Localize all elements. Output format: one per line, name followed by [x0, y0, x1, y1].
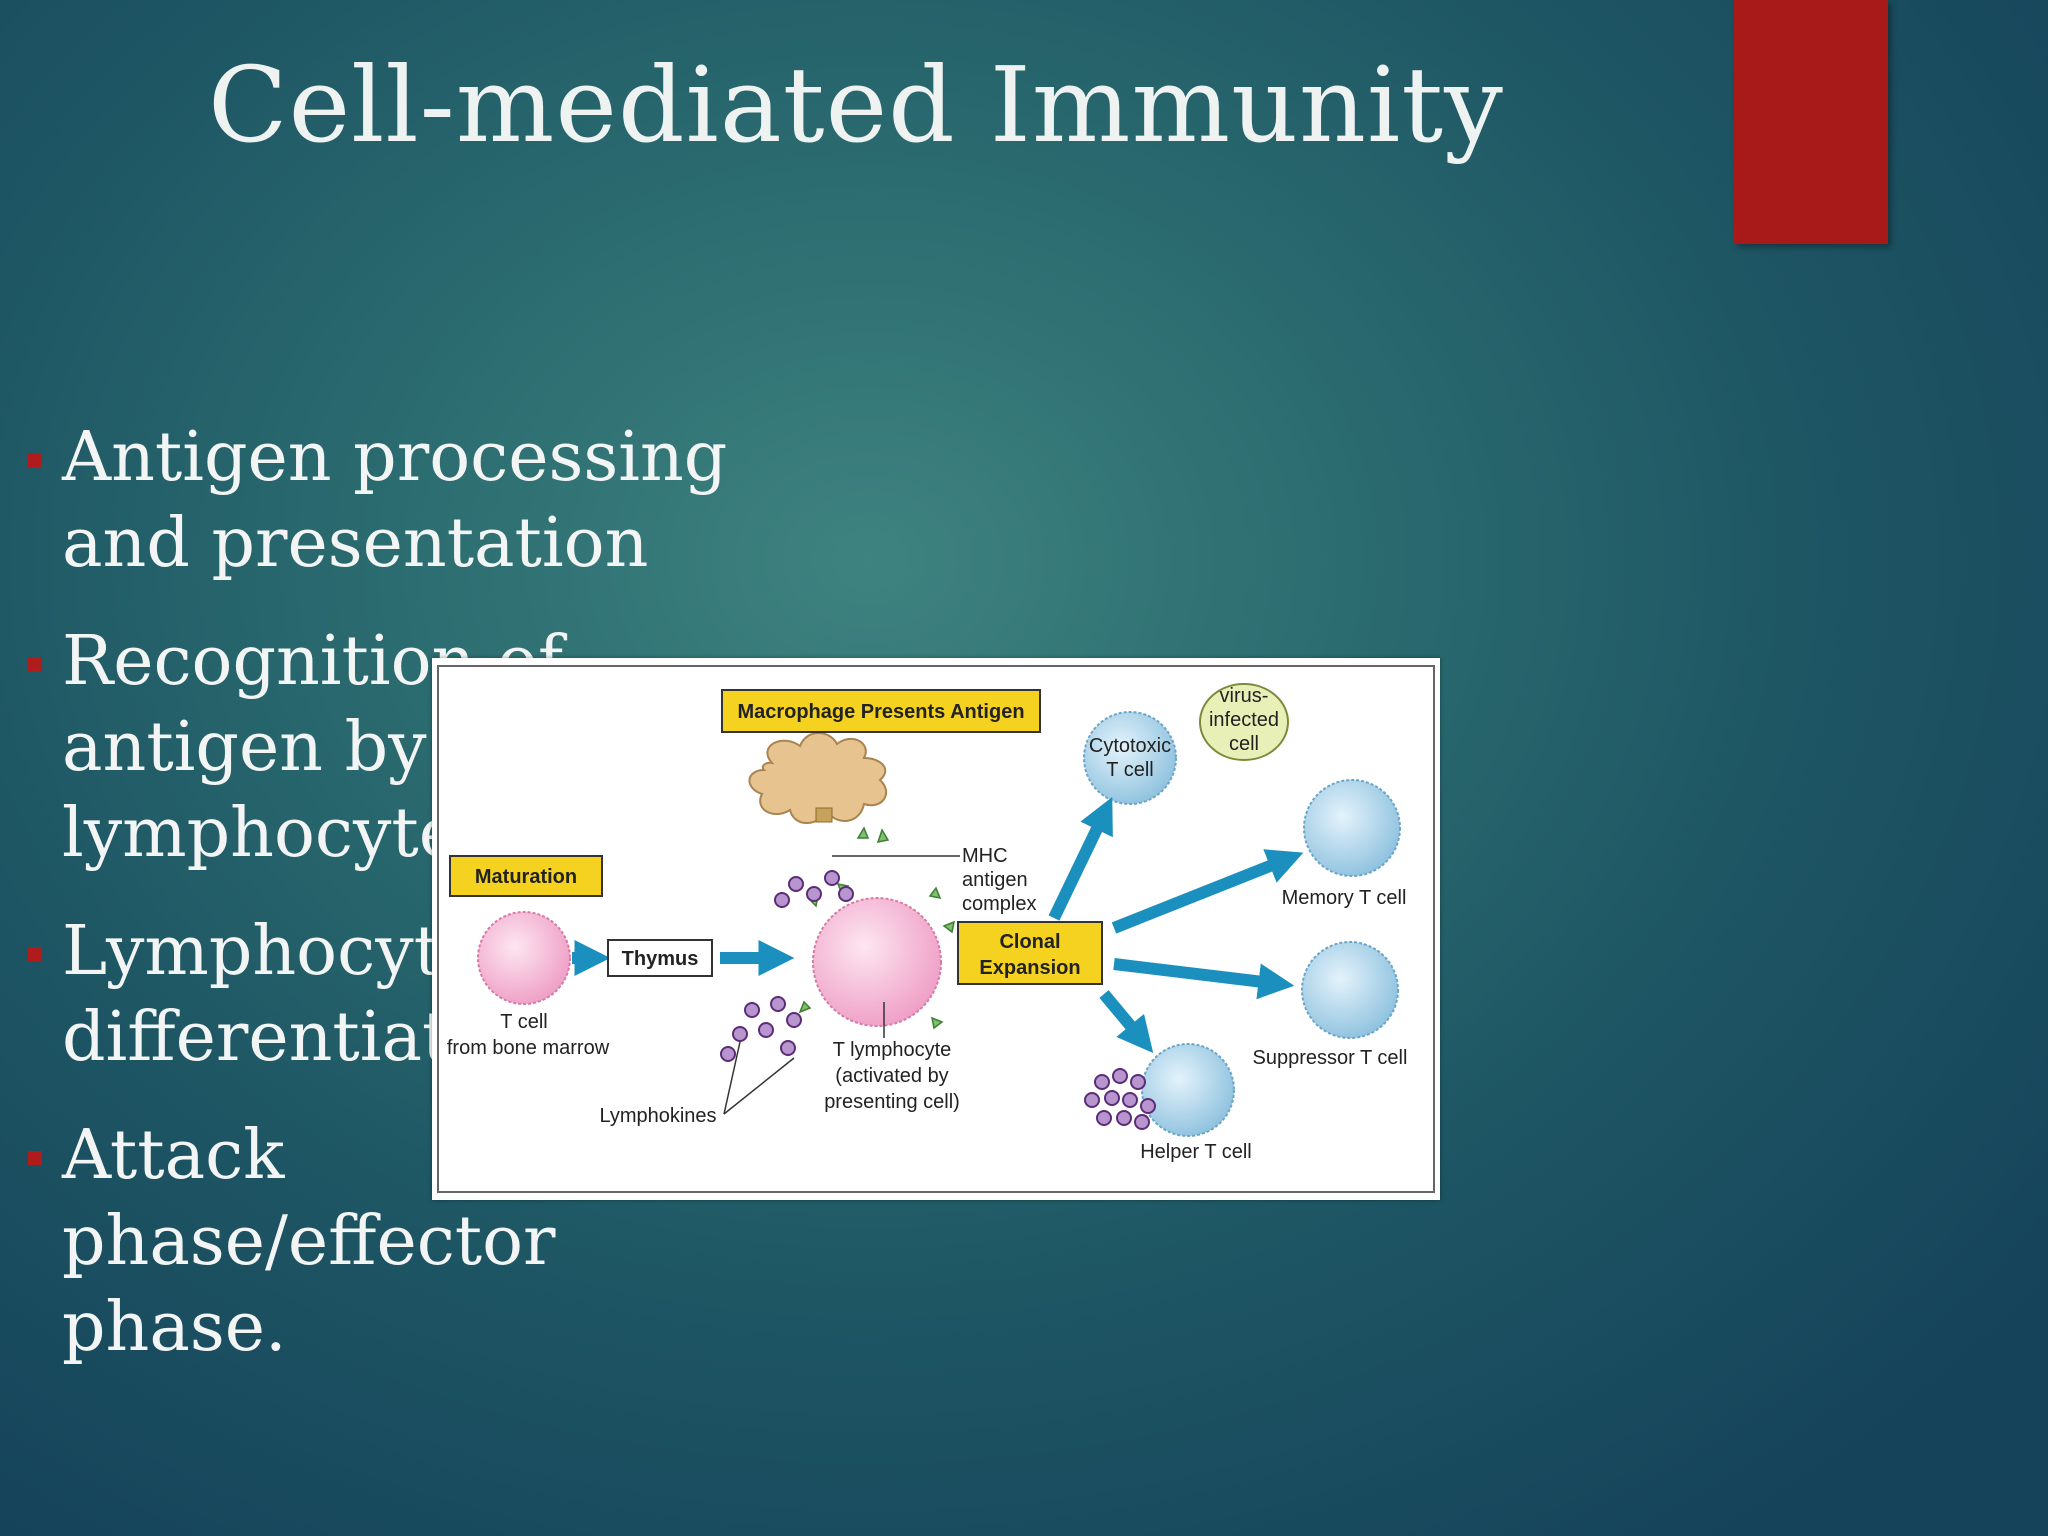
thymus-label-box [607, 939, 713, 977]
mhc-antigen-label: antigen [962, 869, 1028, 891]
bullet-item: Antigen processing and presentation [24, 415, 744, 587]
virus-infected-cell [1199, 683, 1289, 761]
cytotoxic-t-cell-label: T cell [1106, 759, 1153, 781]
immunity-diagram: Macrophage Presents Antigen Maturation T… [432, 658, 1440, 1200]
helper-t-cell [1141, 1043, 1235, 1137]
diagram-canvas: Macrophage Presents Antigen Maturation T… [437, 665, 1435, 1193]
bullet-marker-icon [28, 453, 42, 467]
suppressor-t-cell-label: Suppressor T cell [1253, 1047, 1408, 1069]
bullet-line: Attack [62, 1116, 285, 1195]
macrophage-presents-antigen-label: Macrophage Presents Antigen [737, 701, 1024, 723]
bullet-item: Lymphocyte differentiation. [24, 909, 744, 1081]
memory-t-cell [1303, 779, 1401, 877]
bullet-marker-icon [28, 657, 42, 671]
mhc-complex-label: complex [962, 893, 1036, 915]
t-lymphocyte-cell [812, 897, 942, 1027]
helper-dots [1084, 1068, 1156, 1130]
lymphokines-label: Lymphokines [599, 1105, 716, 1127]
bullet-line: and presentation [62, 504, 649, 583]
antigen-dots [774, 870, 854, 908]
bullet-item: Attack phase/effector phase. [24, 1113, 744, 1371]
activated-by-label: (activated by [835, 1065, 948, 1087]
accent-bar [1734, 0, 1888, 244]
mhc-label: MHC [962, 845, 1008, 867]
bullet-line: Lymphocyte [62, 912, 482, 991]
mhc-complex-marker [815, 807, 833, 823]
t-lymphocyte-label: T lymphocyte [833, 1039, 952, 1061]
infected-label: infected [1209, 709, 1279, 731]
bullet-marker-icon [28, 947, 42, 961]
memory-t-cell-label: Memory T cell [1282, 887, 1407, 909]
bullet-line: Antigen processing [62, 418, 728, 497]
slide-title: Cell-mediated Immunity [208, 44, 1504, 166]
helper-t-cell-label: Helper T cell [1140, 1141, 1252, 1163]
flow-arrows [572, 797, 1304, 1054]
from-bone-marrow-label: from bone marrow [447, 1037, 610, 1059]
maturation-label: Maturation [475, 866, 577, 888]
t-cell-label: T cell [500, 1011, 547, 1033]
virus-label: virus- [1220, 685, 1269, 707]
cytotoxic-t-cell [1083, 711, 1177, 805]
clonal-label: Clonal [999, 931, 1060, 953]
lymphokine-leader-lines [723, 1041, 795, 1115]
macrophage-cell [748, 732, 887, 824]
clonal-expansion-label-box [957, 921, 1103, 985]
macrophage-label-box [721, 689, 1041, 733]
bullet-line: phase/effector [62, 1202, 556, 1281]
bullet-line: antigen by [62, 708, 427, 787]
bullet-marker-icon [28, 1151, 42, 1165]
suppressor-t-cell [1301, 941, 1399, 1039]
expansion-label: Expansion [979, 957, 1080, 979]
bullet-line: phase. [62, 1288, 287, 1367]
maturation-label-box [449, 855, 603, 897]
t-cell-from-marrow [477, 911, 571, 1005]
thymus-label: Thymus [622, 948, 699, 970]
cytotoxic-label: Cytotoxic [1089, 735, 1171, 757]
virus-cell-label: cell [1229, 733, 1259, 755]
diagram-frame [437, 665, 1435, 1193]
lymphokine-dots [720, 996, 802, 1062]
presenting-cell-label: presenting cell) [824, 1091, 960, 1113]
